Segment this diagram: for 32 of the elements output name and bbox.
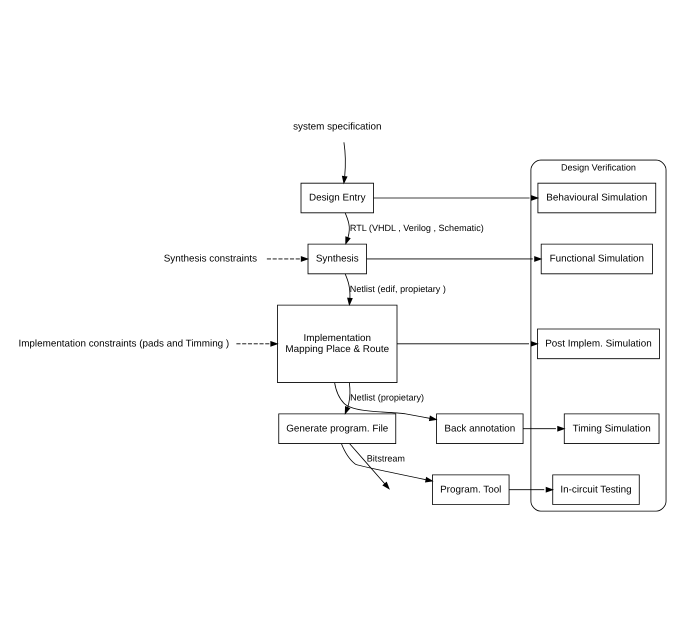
arrow — [344, 382, 350, 414]
node-box: Post Implem. Simulation — [537, 328, 660, 359]
arrow — [334, 382, 438, 421]
arrow — [396, 340, 539, 346]
arrow — [508, 486, 554, 492]
arrow — [236, 340, 279, 346]
node-box: In-circuit Testing — [552, 474, 640, 504]
node-box: Generate program. File — [278, 412, 396, 444]
arrow — [522, 425, 566, 432]
arrow — [366, 256, 542, 262]
node-box: Behavioural Simulation — [538, 182, 656, 213]
node-box: Timing Simulation — [564, 412, 660, 444]
arrow — [266, 256, 310, 262]
node-box: Program. Tool — [432, 474, 510, 504]
edge-label: Netlist (propietary) — [350, 392, 424, 402]
node-box: Synthesis — [308, 243, 367, 274]
node-text: system specification — [293, 121, 382, 132]
edge-label: Bitstream — [366, 453, 405, 464]
arrow — [342, 141, 348, 184]
arrow — [349, 442, 390, 490]
node-text: Synthesis constraints — [164, 253, 258, 264]
arrow — [344, 212, 351, 245]
arrow — [373, 194, 540, 200]
node-box: Implementation Mapping Place & Route — [277, 304, 398, 382]
edge-label: Netlist (edif, propietary ) — [350, 283, 446, 294]
node-text: Implementation constraints (pads and Timming ) — [18, 338, 230, 349]
arrow — [341, 442, 434, 482]
arrow — [344, 273, 353, 306]
node-box: Functional Simulation — [540, 243, 653, 274]
edge-label: RTL (VHDL , Verilog , Schematic) — [350, 222, 484, 232]
node-box: Back annotation — [436, 412, 524, 444]
node-box: Design Entry — [300, 182, 374, 213]
